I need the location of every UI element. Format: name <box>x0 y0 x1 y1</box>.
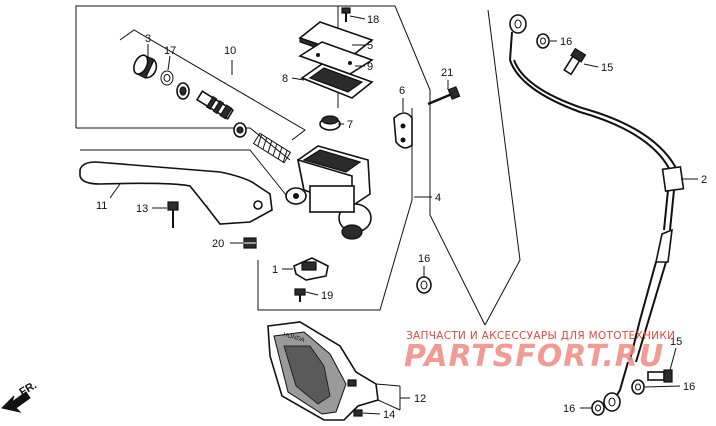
piston-kit-bracket <box>119 29 306 141</box>
callout-5: 5 <box>367 40 373 52</box>
callout-7: 7 <box>347 119 353 131</box>
callout-19: 19 <box>321 290 333 302</box>
master-cylinder-holder <box>393 112 413 149</box>
hose-hardware <box>536 33 673 416</box>
callout-11: 11 <box>96 200 107 212</box>
piston-kit-parts <box>133 54 292 164</box>
callout-18: 18 <box>367 14 379 26</box>
guard-screws <box>347 379 363 417</box>
callout-1: 1 <box>272 264 278 276</box>
master-cylinder-body <box>285 145 372 240</box>
callout-17: 17 <box>164 45 176 57</box>
piston <box>195 90 235 120</box>
callout-13: 13 <box>136 203 148 215</box>
watermark-logo: PARTSFORT.RU <box>404 339 665 374</box>
hand-guard: HONDA <box>267 321 379 421</box>
callout-4: 4 <box>435 192 441 204</box>
callout-16-center: 16 <box>418 253 430 265</box>
callout-2: 2 <box>701 174 707 186</box>
lever-pivot-bolt <box>167 201 179 228</box>
callout-labels: 3 17 10 18 5 9 8 6 7 21 4 16 2 16 15 11 … <box>96 14 707 421</box>
callout-20: 20 <box>212 238 224 250</box>
holder-bolt <box>427 86 461 106</box>
callout-6: 6 <box>399 85 405 97</box>
reservoir-cap-stack <box>298 7 374 99</box>
callout-14: 14 <box>383 409 395 421</box>
hand-guard-brand: HONDA <box>282 332 304 344</box>
callout-12: 12 <box>414 393 426 405</box>
brake-hose <box>509 14 685 412</box>
return-spring <box>252 132 292 164</box>
callout-16-lower-right: 16 <box>683 381 695 393</box>
front-direction-arrow: FR. <box>1 379 39 413</box>
callout-10: 10 <box>224 45 236 57</box>
brake-lever <box>79 161 273 225</box>
watermark-tagline: ЗАПЧАСТИ И АКСЕССУАРЫ ДЛЯ МОТОТЕХНИКИ <box>406 330 676 342</box>
front-stop-switch <box>293 257 329 281</box>
front-direction-label: FR. <box>18 379 39 398</box>
lever-pivot-nut <box>243 237 257 249</box>
dust-boot <box>133 54 158 79</box>
circlip <box>160 70 174 86</box>
callout-15-upper: 15 <box>601 62 613 74</box>
switch-screw <box>294 288 306 302</box>
callout-21: 21 <box>441 67 453 79</box>
callout-3: 3 <box>145 33 151 45</box>
callout-8: 8 <box>282 73 288 85</box>
cap-screw <box>341 7 351 22</box>
callout-16-lower-left: 16 <box>563 403 575 415</box>
callout-16-upper: 16 <box>560 36 572 48</box>
rubber-plug <box>319 115 341 131</box>
callout-15-lower: 15 <box>670 336 682 348</box>
callout-leaders <box>109 15 698 415</box>
callout-9: 9 <box>367 61 373 73</box>
